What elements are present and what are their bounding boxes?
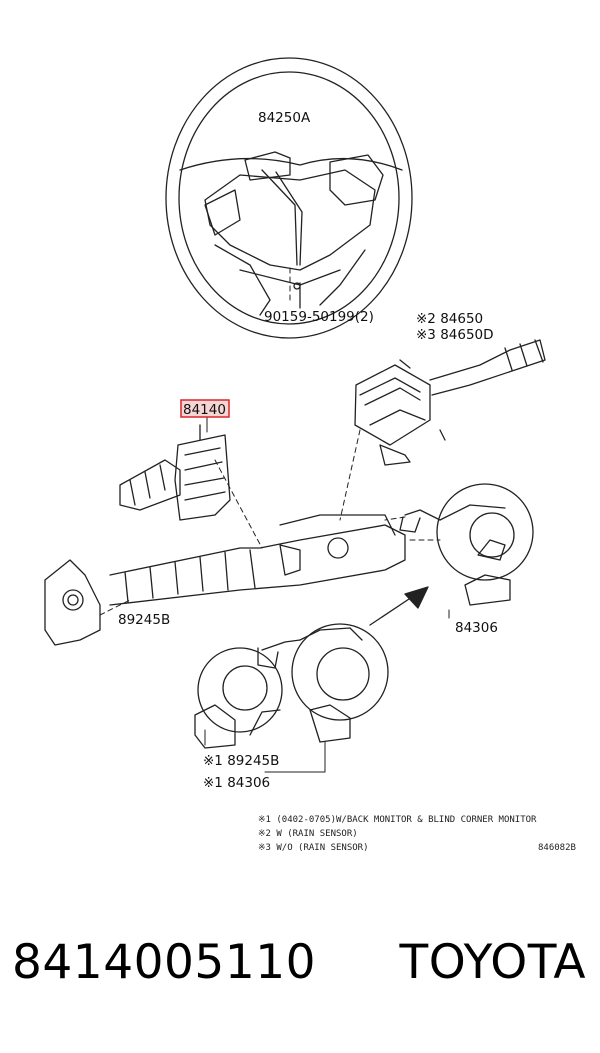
- caption: 8414005110 TOYOTA: [0, 935, 600, 1015]
- label-spiral-lower: ※1 84306: [203, 775, 270, 791]
- label-leaders: [204, 416, 450, 773]
- note-1: ※1 (0402-0705)W/BACK MONITOR & BLIND COR…: [258, 815, 537, 825]
- label-highlight: 84140: [183, 402, 226, 418]
- leader-lines: [99, 264, 441, 616]
- light-control-switch: [119, 424, 231, 521]
- assembly-arrow: [369, 586, 429, 626]
- brand-name: TOYOTA: [399, 935, 586, 990]
- spiral-cable-right: [399, 483, 534, 606]
- highlight-box[interactable]: [180, 399, 230, 418]
- cable-left: [44, 559, 101, 646]
- note-2: ※2 W (RAIN SENSOR): [258, 829, 358, 839]
- label-spiral-right: 84306: [455, 620, 498, 636]
- label-cable-left: 89245B: [118, 612, 170, 628]
- steering-column: [109, 514, 406, 606]
- note-3: ※3 W/O (RAIN SENSOR): [258, 843, 369, 853]
- label-switch-rain-2: ※3 84650D: [416, 327, 494, 343]
- part-number: 8414005110: [12, 935, 317, 990]
- label-switch-rain-1: ※2 84650: [416, 311, 483, 327]
- diagram-code: 846082B: [538, 843, 576, 853]
- steering-wheel: [165, 57, 413, 339]
- label-cable-lower: ※1 89245B: [203, 753, 279, 769]
- label-screw: 90159-50199(2): [264, 309, 374, 325]
- lower-assembly: [194, 623, 389, 749]
- combination-switch-right: [354, 339, 546, 466]
- parts-diagram: 84250A 90159-50199(2) ※2 84650 ※3 84650D…: [44, 57, 576, 853]
- label-steering-wheel: 84250A: [258, 110, 311, 126]
